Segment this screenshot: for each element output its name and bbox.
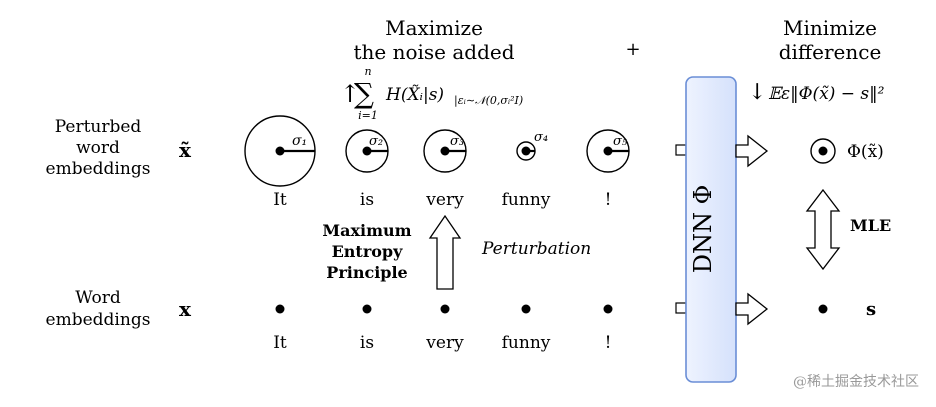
dnn-input-port-bottom (675, 302, 687, 314)
s-label: s (866, 299, 876, 320)
sigma-label-3: σ₃ (450, 134, 464, 149)
mle-label: MLE (850, 216, 891, 235)
word-label-line1: Word (75, 288, 121, 308)
perturbation-up-arrow (428, 214, 462, 290)
word-label-line2: embeddings (46, 310, 151, 330)
mle-double-arrow (805, 188, 841, 271)
bottom-word-1: It (273, 333, 287, 353)
entropy-sum-lower: i=1 (358, 109, 378, 122)
x-tilde-symbol: x̃ (179, 138, 192, 162)
minimize-title-line2: difference (779, 40, 882, 64)
entropy-expression: H(X̃ᵢ|s) (385, 85, 444, 105)
sigma-label-4: σ₄ (534, 130, 548, 145)
entropy-subscript: |εᵢ∼𝒩(0,σᵢ²I) (454, 94, 523, 108)
top-word-3: very (425, 190, 464, 210)
perturbed-circle-3: σ₃ (423, 129, 467, 173)
max-entropy-line3: Principle (326, 263, 407, 282)
perturbed-circle-1: σ₁ (244, 115, 316, 187)
word-dot-5 (603, 304, 613, 314)
max-entropy-line2: Entropy (332, 242, 404, 261)
maximize-title-line2: the noise added (353, 40, 514, 64)
max-entropy-line1: Maximum (322, 221, 411, 240)
dnn-input-port-top (675, 144, 687, 156)
minimize-title-line1: Minimize (783, 16, 877, 40)
word-dot-2 (362, 304, 372, 314)
word-dot-3 (440, 304, 450, 314)
bottom-word-5: ! (605, 333, 612, 353)
top-word-4: funny (502, 190, 551, 210)
entropy-sum-upper: n (364, 65, 371, 78)
perturbed-circle-4: σ₄ (516, 130, 548, 161)
top-word-1: It (273, 190, 287, 210)
word-dot-1 (275, 304, 285, 314)
dnn-box (685, 76, 737, 383)
entropy-up-arrow: ↑ (340, 80, 360, 108)
output-arrow-top (735, 134, 769, 168)
bottom-word-3: very (425, 333, 464, 353)
perturbation-label: Perturbation (481, 239, 591, 259)
phi-output-circle (810, 138, 836, 164)
sigma-label-5: σ₅ (613, 134, 628, 149)
phi-output-label: Φ(x̃) (847, 142, 884, 162)
sigma-label-2: σ₂ (369, 134, 383, 149)
entropy-sum-symbol: ∑ (354, 77, 374, 110)
phi-output-dot (818, 146, 828, 156)
plus-sign: + (625, 39, 640, 60)
output-arrow-bottom (735, 292, 769, 326)
word-dot-4 (521, 304, 531, 314)
perturbed-circle-5: σ₅ (586, 129, 630, 173)
perturbed-label-line1: Perturbed (55, 117, 142, 137)
s-output-dot (818, 304, 828, 314)
maximize-title-line1: Maximize (385, 16, 483, 40)
sigma-label-1: σ₁ (292, 133, 307, 149)
perturbed-circle-2: σ₂ (345, 129, 389, 173)
perturbed-label-line3: embeddings (46, 159, 151, 179)
x-symbol: x (179, 297, 192, 321)
dnn-label: DNN Φ (689, 185, 717, 274)
minimize-down-arrow: ↓ (748, 80, 766, 105)
watermark-text: @稀土掘金技术社区 (793, 374, 919, 390)
minimize-expression: 𝔼ε‖Φ(x̃) − s‖² (768, 84, 885, 104)
bottom-word-2: is (360, 333, 374, 353)
top-word-2: is (360, 190, 374, 210)
bottom-word-4: funny (502, 333, 551, 353)
top-word-5: ! (605, 190, 612, 210)
perturbed-label-line2: word (76, 138, 120, 158)
